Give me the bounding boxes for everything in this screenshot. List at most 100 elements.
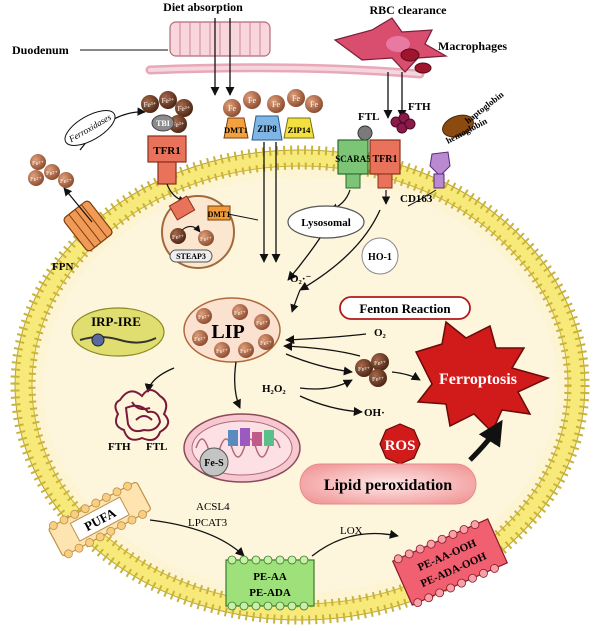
rbc-1 <box>400 48 420 62</box>
dmt1-endosome-label: DMT1 <box>208 210 231 219</box>
ftl-label: FTL <box>146 441 167 453</box>
irp-ire-label: IRP-IRE <box>91 314 141 329</box>
lysosomal-label: Lysosomal <box>301 217 351 229</box>
fe-s-cluster <box>199 447 229 477</box>
tfr1-left-label: TFR1 <box>153 145 181 157</box>
svg-text:Fe³⁺: Fe³⁺ <box>172 234 184 241</box>
svg-text:Fe²⁺: Fe²⁺ <box>60 178 72 185</box>
svg-text:Fe²⁺: Fe²⁺ <box>46 170 58 177</box>
ferroptosis-star <box>414 320 551 434</box>
zip14-label: ZIP14 <box>288 125 311 135</box>
lipid-peroxidation-label: Lipid peroxidation <box>324 477 452 494</box>
zip14-transporter <box>283 117 315 139</box>
mitochondrion: Fe-S <box>183 361 301 483</box>
diet-absorption-label: Diet absorption <box>163 0 243 14</box>
fpn-channel <box>63 200 113 252</box>
ferroptosis-burst: Ferroptosis <box>414 320 551 434</box>
lox-label: LOX <box>340 525 363 537</box>
pufa-membrane: PUFA <box>48 481 151 559</box>
svg-text:Fe³⁺: Fe³⁺ <box>162 97 175 105</box>
svg-text:Fe²⁺: Fe²⁺ <box>194 336 206 343</box>
lipid-peroxidation-box <box>299 463 477 505</box>
cell-membrane-inner-beads <box>28 162 572 608</box>
zip8-transporter <box>251 115 283 141</box>
scara5-receptor <box>337 139 369 175</box>
tfr1-right-receptor <box>369 139 401 175</box>
fenton-reaction-label: Fenton Reaction <box>359 301 451 316</box>
svg-text:Fe: Fe <box>292 94 300 103</box>
duodenum-label: Duodenum <box>12 43 69 57</box>
svg-text:Fe³⁺: Fe³⁺ <box>178 105 191 113</box>
cd163-label: CD163 <box>400 193 433 205</box>
duodenum-group: Diet absorption Duodenum <box>12 0 425 96</box>
svg-text:Fe²⁺: Fe²⁺ <box>30 176 42 183</box>
svg-text:Fe²⁺: Fe²⁺ <box>32 160 44 167</box>
fenton-reaction-box <box>339 296 471 320</box>
tbi-label: TBI <box>156 119 170 128</box>
lip-iron: Fe²⁺ Fe²⁺ Fe²⁺ Fe²⁺ Fe²⁺ Fe²⁺ Fe²⁺ <box>192 304 274 358</box>
h2o2-label: H₂O₂ <box>262 383 286 395</box>
oh-label: OH· <box>364 407 385 419</box>
fenton-group: O₂·⁻ Fenton Reaction O₂ H₂O₂ Fe³⁺ Fe³⁺ F… <box>262 273 471 419</box>
cd163-receptor <box>429 151 451 177</box>
fe-s-label: Fe-S <box>204 458 224 469</box>
rbc-2 <box>414 62 432 74</box>
ho1: HO-1 <box>361 237 399 275</box>
ros-lipid-group: ROS Lipid peroxidation <box>299 419 503 505</box>
svg-text:Fe: Fe <box>248 96 256 105</box>
tfr1-left-receptor <box>147 135 187 163</box>
lysosomal-bubble <box>287 205 365 239</box>
tbi-iron-cluster: Fe³⁺ Fe³⁺ Fe³⁺ Fe³⁺ TBI <box>141 91 193 133</box>
svg-text:Fe: Fe <box>228 104 236 113</box>
cell-membrane-beads <box>10 145 590 625</box>
svg-text:Fe²⁺: Fe²⁺ <box>256 320 268 327</box>
rbc-clearance-label: RBC clearance <box>370 3 448 17</box>
ftl-label-top: FTL <box>358 111 379 123</box>
fe3-cluster-fenton: Fe³⁺ Fe³⁺ Fe³⁺ <box>355 353 389 387</box>
svg-text:Fe³⁺: Fe³⁺ <box>172 121 185 129</box>
zip8-label: ZIP8 <box>257 124 277 134</box>
ros-label: ROS <box>385 438 416 454</box>
acsl4-label: ACSL4 <box>196 501 230 513</box>
fe2-cluster-left: Fe²⁺ Fe²⁺ Fe²⁺ Fe²⁺ <box>28 154 74 188</box>
o2-label: O₂ <box>374 327 387 339</box>
fth-cluster-top <box>390 112 416 134</box>
scara5-label: SCARA5 <box>335 154 371 164</box>
steap3-label: STEAP3 <box>176 252 206 261</box>
haptoglobin-blob <box>442 114 474 138</box>
svg-text:Fe: Fe <box>272 100 280 109</box>
svg-text:Fe²⁺: Fe²⁺ <box>234 310 246 317</box>
svg-text:Fe²⁺: Fe²⁺ <box>240 348 252 355</box>
irp-ire: IRP-IRE <box>71 307 165 357</box>
lpcat3-label: LPCAT3 <box>188 517 228 529</box>
svg-text:Fe²⁺: Fe²⁺ <box>260 340 272 347</box>
lysosome: Lysosomal <box>287 205 381 291</box>
pe-ada-label: PE-ADA <box>249 587 291 599</box>
ho1-label: HO-1 <box>368 252 392 263</box>
endosome: DMT1 Fe³⁺ Fe²⁺ STEAP3 <box>161 195 259 269</box>
tfr1-left-group: Fe³⁺ Fe³⁺ Fe³⁺ Fe³⁺ TBI TFR1 <box>141 91 193 204</box>
svg-text:Fe: Fe <box>310 100 318 109</box>
dmt1-transporter <box>223 117 249 139</box>
dmt1-label: DMT1 <box>224 125 248 135</box>
svg-text:Fe³⁺: Fe³⁺ <box>372 376 384 383</box>
pe-aa-membrane: PE-AA PE-ADA <box>225 555 315 611</box>
lip: Fe²⁺ Fe²⁺ Fe²⁺ Fe²⁺ Fe²⁺ Fe²⁺ Fe²⁺ LIP <box>183 297 281 363</box>
o2-radical-label: O₂·⁻ <box>290 273 312 285</box>
transporters-top: Fe Fe Fe Fe Fe DMT1 ZIP8 ZIP14 <box>223 89 323 263</box>
lip-label: LIP <box>211 321 244 343</box>
macrophage-group: RBC clearance Macrophages <box>333 3 507 119</box>
fth-label-top: FTH <box>408 101 431 113</box>
ho1-bubble <box>361 237 399 275</box>
tfr1-right-label: TFR1 <box>373 154 398 165</box>
ros-octagon <box>379 423 421 465</box>
svg-text:Fe³⁺: Fe³⁺ <box>374 360 386 367</box>
fpn-label: FPN <box>52 261 73 273</box>
fth-label: FTH <box>108 441 131 453</box>
macrophages-label: Macrophages <box>438 39 507 53</box>
svg-text:Fe³⁺: Fe³⁺ <box>358 366 370 373</box>
svg-text:Fe²⁺: Fe²⁺ <box>198 314 210 321</box>
svg-text:Fe²⁺: Fe²⁺ <box>200 236 212 243</box>
